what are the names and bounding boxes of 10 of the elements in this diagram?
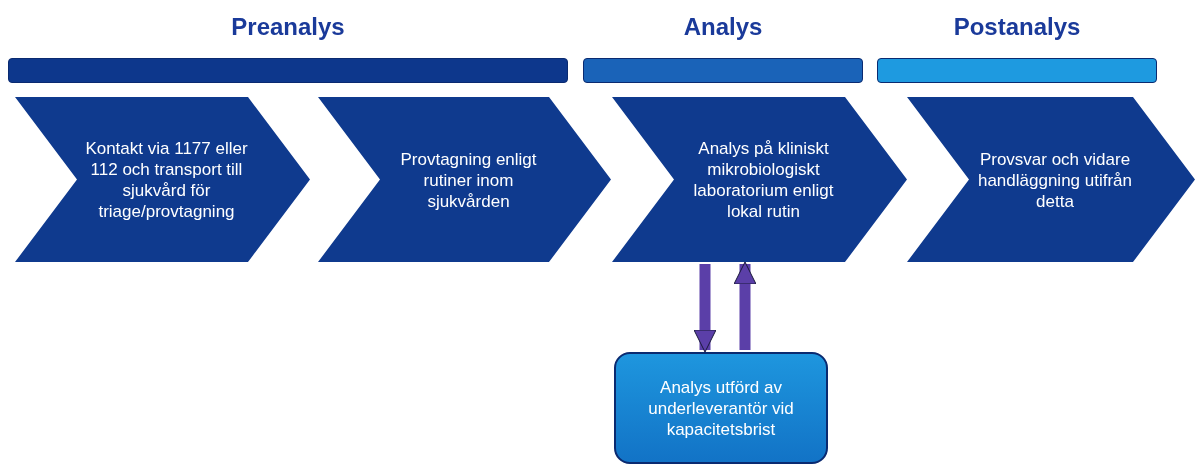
process-box: Analys utförd av underleverantör vid kapacitetsbrist: [614, 352, 828, 464]
arrow: [733, 261, 757, 350]
chevron-step: Provsvar och vidare handläggning utifrån detta: [907, 97, 1195, 262]
phase-heading: Postanalys: [952, 13, 1082, 41]
chevron-step: Provtagning enligt rutiner inom sjukvården: [318, 97, 611, 262]
arrow: [693, 264, 717, 353]
phase-heading: Preanalys: [230, 13, 346, 41]
phase-heading: Analys: [682, 13, 764, 41]
chevron-step: Analys på kliniskt mikrobiologiskt laboratorium enligt lokal rutin: [612, 97, 907, 262]
chevron-step: Kontakt via 1177 eller 112 och transport till sjukvård för triage/provtagning: [15, 97, 310, 262]
